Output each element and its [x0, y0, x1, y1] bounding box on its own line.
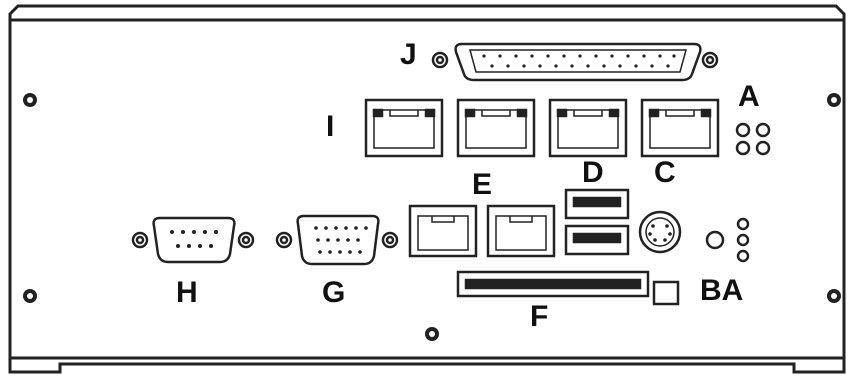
screw-top-left	[23, 93, 37, 107]
rj45-port-c	[640, 98, 720, 158]
rj45-port-e	[456, 98, 536, 158]
label-a-upper: A	[738, 80, 760, 113]
chassis	[8, 4, 846, 374]
db9-serial-port	[131, 216, 255, 264]
led-cluster-upper	[735, 122, 771, 156]
led-cluster-lower	[736, 217, 750, 263]
db25-parallel-port	[431, 42, 719, 82]
label-i: I	[326, 110, 335, 143]
label-f: F	[530, 300, 549, 333]
label-d: D	[582, 156, 604, 189]
card-slot	[456, 270, 650, 298]
power-button	[705, 230, 725, 250]
label-c: C	[654, 156, 676, 189]
screw-bottom-left	[23, 289, 37, 303]
label-ba: BA	[700, 274, 744, 307]
screw-bottom-center	[425, 327, 439, 341]
ps2-port	[638, 210, 682, 254]
rj45-port-lower-left	[408, 204, 478, 258]
usb-ports	[564, 188, 630, 256]
label-e: E	[472, 168, 493, 201]
rj45-port-i	[364, 98, 444, 158]
label-g: G	[322, 276, 346, 309]
screw-bottom-right	[827, 289, 841, 303]
rj45-port-d	[548, 98, 628, 158]
rj45-port-lower-right	[486, 204, 556, 258]
screw-top-right	[827, 93, 841, 107]
label-h: H	[176, 276, 198, 309]
vga-port	[275, 214, 399, 266]
panel-screws	[23, 93, 841, 341]
reset-square	[652, 280, 680, 306]
label-j: J	[400, 38, 417, 71]
